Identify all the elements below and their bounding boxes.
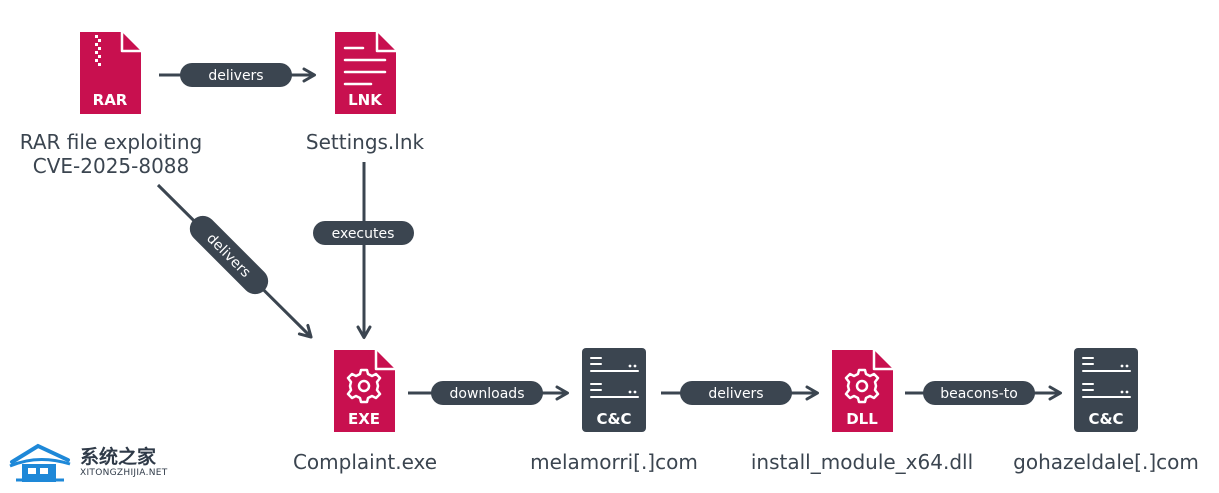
edge-label-exe-cc1: downloads [450,386,525,402]
watermark: 系统之家 XITONGZHIJIA.NET [8,440,178,488]
rar-label-line2: CVE-2025-8088 [32,154,190,178]
server-icon: C&C [1074,348,1138,432]
gear-file-icon: EXE [334,350,395,432]
gear-file-icon: DLL [832,350,893,432]
edge-lnk-to-exe: executes [313,162,414,339]
edge-cc1-to-dll: delivers [661,381,819,405]
edge-label-dll-cc2: beacons-to [940,386,1018,402]
edge-label-rar-lnk: delivers [208,68,263,84]
house-logo-icon [9,443,71,482]
cc1-badge: C&C [596,410,631,428]
exe-label: Complaint.exe [292,450,438,474]
edge-rar-to-lnk: delivers [159,63,316,87]
zip-file-icon: RAR [80,32,141,114]
dll-badge: DLL [846,410,878,428]
cc2-badge: C&C [1088,410,1123,428]
edge-dll-to-cc2: beacons-to [905,381,1062,405]
lines-file-icon: LNK [335,32,396,114]
exe-badge: EXE [348,410,380,428]
rar-label: RAR file exploiting CVE-2025-8088 [20,130,202,178]
rar-label-line1: RAR file exploiting [19,130,203,154]
rar-badge: RAR [93,91,128,109]
cc1-label: melamorri[.]com [530,450,698,474]
lnk-label: Settings.lnk [305,130,425,154]
dll-label: install_module_x64.dll [750,450,974,474]
edge-exe-to-cc1: downloads [408,381,569,405]
lnk-badge: LNK [348,91,383,109]
watermark-subtitle: XITONGZHIJIA.NET [80,468,168,478]
server-icon: C&C [582,348,646,432]
cc2-label: gohazeldale[.]com [1013,450,1199,474]
edge-label-lnk-exe: executes [332,226,395,242]
edge-label-cc1-dll: delivers [708,386,763,402]
watermark-title: 系统之家 [80,446,157,468]
edge-rar-to-exe: delivers [156,183,313,339]
